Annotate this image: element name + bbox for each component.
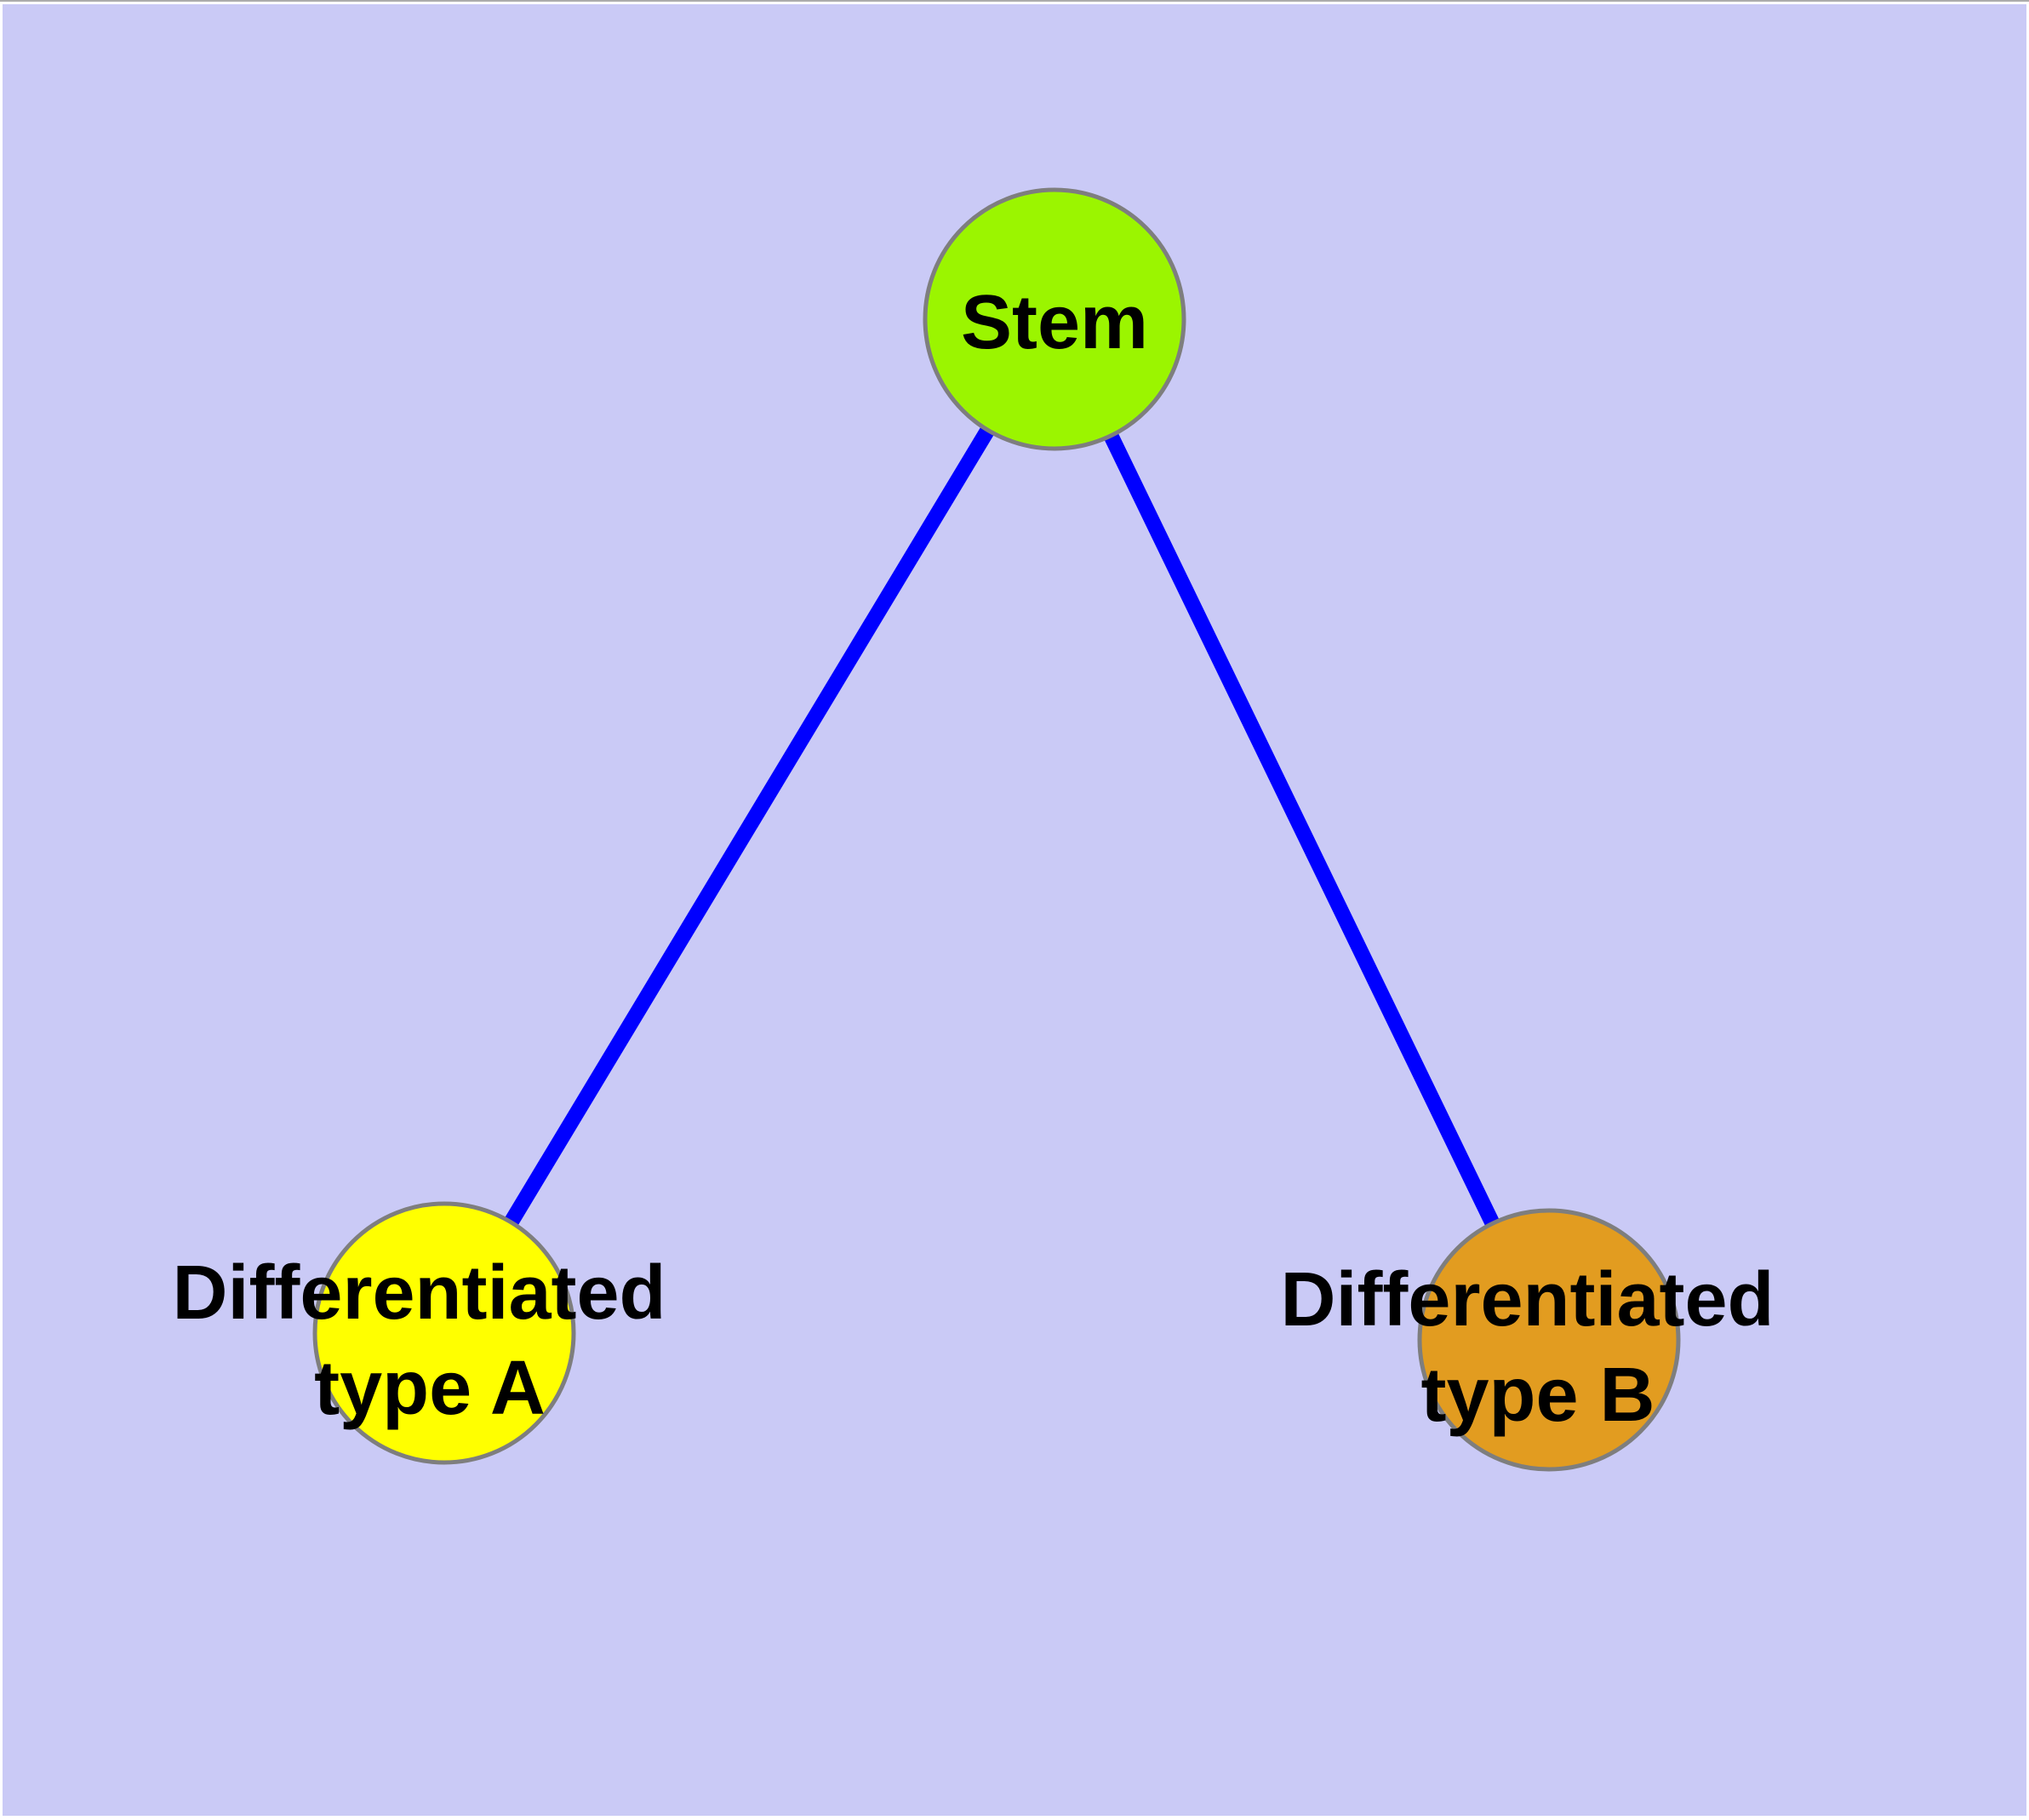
node-type-b-label-line1: Differentiated (1280, 1257, 1774, 1342)
node-type-b-label: Differentiated type B (1280, 1257, 1795, 1438)
edge-stem-to-type-b (1047, 316, 1557, 1343)
node-type-a-label: Differentiated type A (172, 1251, 687, 1431)
node-stem (923, 187, 1186, 451)
node-type-b-circle (1417, 1208, 1681, 1472)
top-hairline (0, 0, 2029, 2)
node-stem-circle (923, 187, 1186, 451)
node-type-a-label-line2: type A (314, 1346, 546, 1431)
edges (437, 315, 1557, 1343)
node-stem-label: Stem (961, 280, 1148, 365)
node-type-b-label-line2: type B (1420, 1353, 1655, 1438)
node-differentiated-type-b (1417, 1208, 1681, 1472)
edge-stem-to-type-a (437, 315, 1061, 1337)
node-type-a-label-line1: Differentiated (172, 1251, 666, 1336)
node-differentiated-type-a (312, 1201, 576, 1465)
node-type-a-circle (312, 1201, 576, 1465)
